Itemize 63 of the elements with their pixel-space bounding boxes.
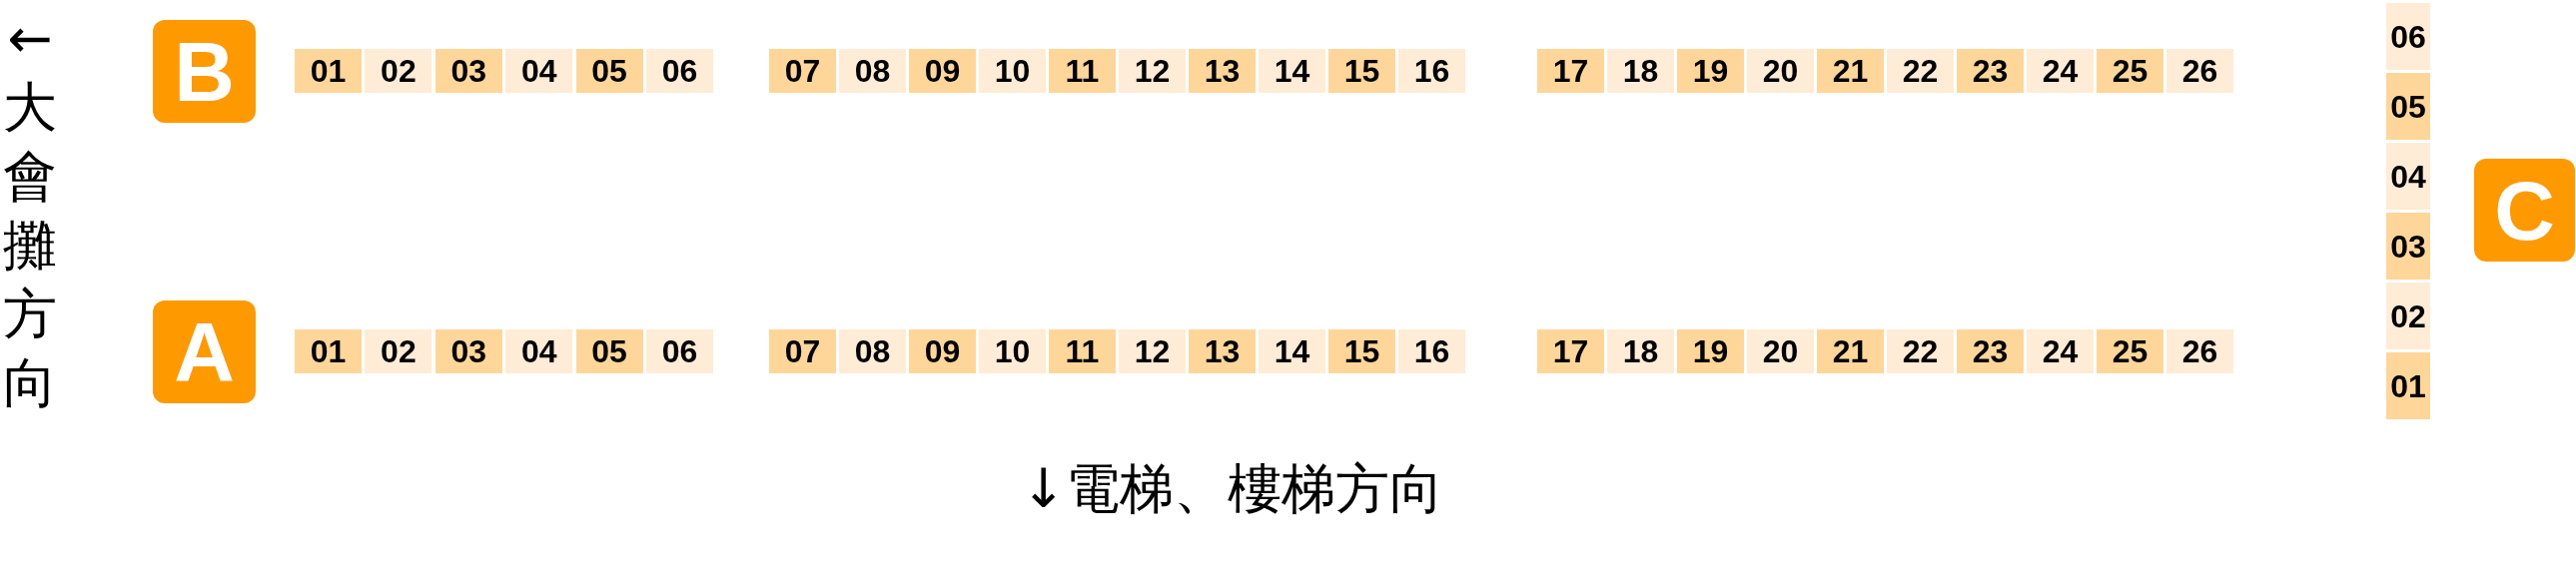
booth-tile: 11: [1049, 329, 1116, 373]
direction-label: ←大會攤方向: [2, 6, 58, 416]
booth-tile: 02: [2386, 283, 2430, 349]
booth-tile: 05: [575, 329, 643, 373]
booth-tile: 12: [1119, 49, 1186, 93]
booth-tile: 03: [2386, 213, 2430, 280]
booth-tile: 15: [1328, 49, 1395, 93]
booth-tile: 15: [1328, 329, 1395, 373]
booth-tile: 06: [646, 49, 713, 93]
booth-tile: 19: [1677, 329, 1744, 373]
booth-tile: 24: [2027, 49, 2094, 93]
booth-tile: 16: [1398, 329, 1465, 373]
booth-tile: 13: [1189, 329, 1256, 373]
booth-tile: 02: [365, 329, 432, 373]
booth-tile: 12: [1119, 329, 1186, 373]
zone-letter-tile: C: [2474, 159, 2575, 262]
booth-tile: 22: [1887, 49, 1954, 93]
booth-tile: 07: [769, 49, 836, 93]
booth-tile: 13: [1189, 49, 1256, 93]
booth-tile: 08: [839, 49, 906, 93]
booth-tile: 26: [2166, 329, 2233, 373]
booth-tile: 01: [295, 49, 362, 93]
booth-tile: 01: [2386, 352, 2430, 419]
booth-tile: 24: [2027, 329, 2094, 373]
booth-tile: 20: [1747, 49, 1814, 93]
booth-tile: 09: [909, 49, 976, 93]
booth-tile: 05: [575, 49, 643, 93]
booth-tile: 22: [1887, 329, 1954, 373]
booth-tile: 18: [1607, 49, 1674, 93]
booth-tile: 04: [2386, 143, 2430, 210]
booth-tile: 25: [2097, 329, 2163, 373]
booth-tile: 21: [1817, 49, 1884, 93]
booth-tile: 10: [979, 329, 1046, 373]
booth-tile: 06: [646, 329, 713, 373]
booth-tile: 08: [839, 329, 906, 373]
booth-tile: 18: [1607, 329, 1674, 373]
booth-tile: 14: [1259, 49, 1325, 93]
booth-tile: 20: [1747, 329, 1814, 373]
booth-tile: 02: [365, 49, 432, 93]
booth-tile: 05: [2386, 73, 2430, 140]
booth-tile: 09: [909, 329, 976, 373]
booth-tile: 04: [505, 49, 573, 93]
booth-tile: 14: [1259, 329, 1325, 373]
booth-tile: 19: [1677, 49, 1744, 93]
booth-tile: 06: [2386, 3, 2430, 70]
booth-tile: 23: [1957, 49, 2024, 93]
zone-letter-tile: A: [153, 300, 256, 403]
booth-tile: 04: [505, 329, 573, 373]
booth-tile: 21: [1817, 329, 1884, 373]
booth-tile: 11: [1049, 49, 1116, 93]
booth-tile: 01: [295, 329, 362, 373]
booth-tile: 16: [1398, 49, 1465, 93]
booth-tile: 26: [2166, 49, 2233, 93]
booth-tile: 23: [1957, 329, 2024, 373]
booth-tile: 17: [1537, 49, 1604, 93]
booth-tile: 25: [2097, 49, 2163, 93]
booth-tile: 07: [769, 329, 836, 373]
direction-label: ↓電梯、樓梯方向: [1021, 456, 1444, 522]
booth-tile: 03: [434, 329, 502, 373]
booth-tile: 03: [434, 49, 502, 93]
booth-tile: 17: [1537, 329, 1604, 373]
zone-letter-tile: B: [153, 20, 256, 123]
booth-tile: 10: [979, 49, 1046, 93]
